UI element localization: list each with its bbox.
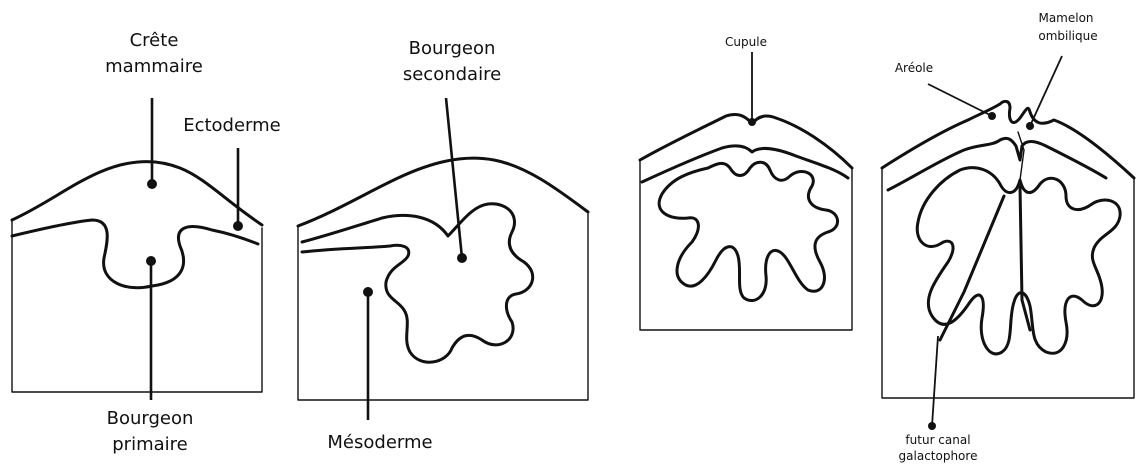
crete-dot: [147, 179, 157, 189]
mesoderme-dot: [363, 287, 373, 297]
panel4-duct-system: [888, 138, 1120, 354]
mamelon-dot: [1026, 122, 1034, 130]
label-crete-line2: mammaire: [105, 56, 203, 77]
panel3-surface: [640, 114, 852, 168]
label-areole: Aréole: [895, 61, 933, 75]
areole-pointer: [928, 84, 992, 116]
panel1-frame: [12, 220, 262, 392]
label-futur-canal-line1: futur canal: [905, 433, 970, 447]
panel1-mammary-ridge: [12, 162, 262, 225]
panel1-primary-bud-outline: [12, 220, 258, 288]
ectoderme-dot: [233, 221, 243, 231]
panel3-frame: [640, 160, 852, 330]
label-cupule: Cupule: [725, 35, 767, 49]
bourgeon-primaire-dot: [146, 256, 156, 266]
label-bourgeon-primaire-line1: Bourgeon: [107, 408, 194, 429]
panel2-surface: [298, 158, 588, 226]
panel-primary-bud: Crête mammaire Ectoderme Bourgeon primai…: [12, 30, 281, 455]
panel2-frame: [298, 214, 588, 400]
label-crete-line1: Crête: [130, 30, 179, 51]
label-bourgeon-primaire-line2: primaire: [112, 434, 187, 455]
bourgeon-secondaire-dot: [457, 253, 467, 263]
panel-secondary-bud: Bourgeon secondaire Mésoderme: [298, 38, 588, 453]
label-futur-canal-line2: galactophore: [899, 449, 978, 463]
panel3-cupule-outline: [642, 146, 848, 301]
label-mamelon-line1: Mamelon: [1038, 11, 1093, 25]
label-mamelon-line2: ombilique: [1038, 29, 1097, 43]
mamelon-pointer: [1030, 56, 1062, 126]
panel-nipple: Aréole Mamelon ombilique futur canal gal…: [882, 11, 1134, 463]
futur-canal-dot: [928, 422, 936, 430]
panel2-secondary-bud-outline: [302, 204, 533, 362]
panel-cupule: Cupule: [640, 35, 852, 330]
areole-dot: [988, 112, 996, 120]
cupule-dot: [748, 118, 756, 126]
label-bourgeon-secondaire-line1: Bourgeon: [409, 38, 496, 59]
label-mesoderme: Mésoderme: [327, 432, 432, 453]
futur-canal-pointer: [932, 336, 938, 426]
label-ectoderme: Ectoderme: [183, 115, 281, 136]
label-bourgeon-secondaire-line2: secondaire: [403, 64, 501, 85]
